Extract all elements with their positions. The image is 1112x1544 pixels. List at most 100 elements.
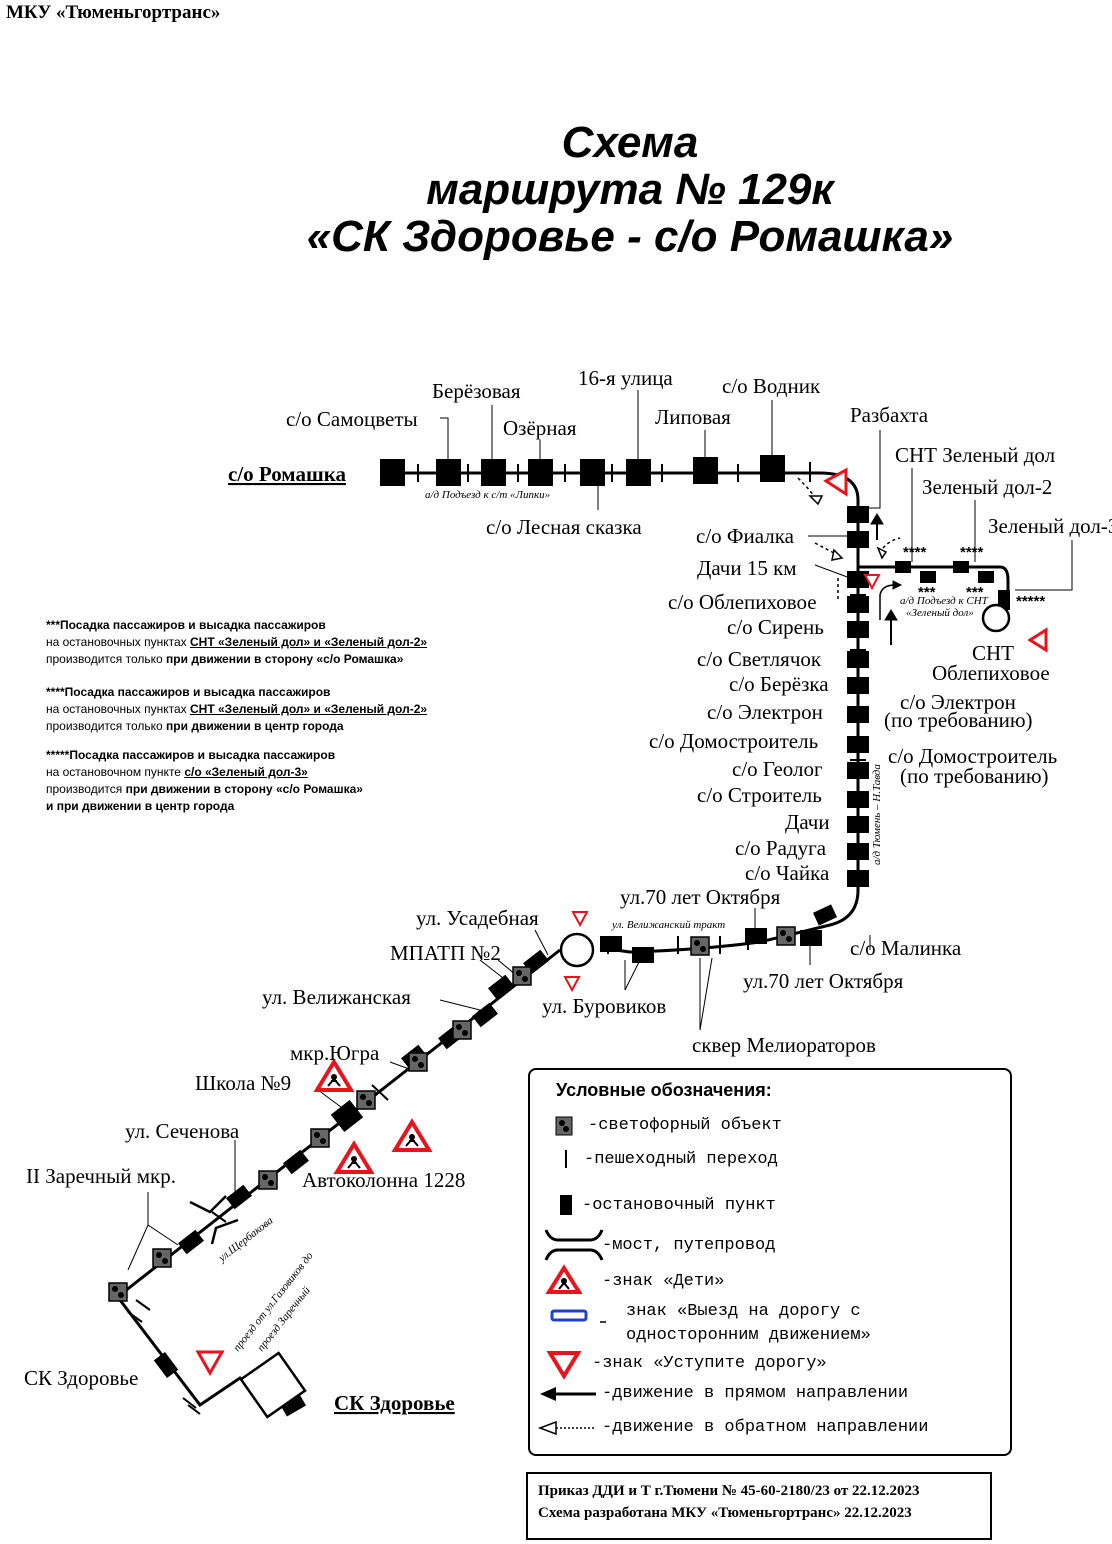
note2-text: на остановочных пунктах bbox=[46, 702, 191, 716]
roundabout-snt bbox=[981, 603, 1011, 633]
organization-name: МКУ «Тюменьгортранс» bbox=[6, 2, 221, 23]
label-berezka: с/о Берёзка bbox=[729, 672, 829, 696]
oneway-icon bbox=[550, 1309, 588, 1322]
label-chaika: с/о Чайка bbox=[745, 861, 830, 885]
title-line-1: Схема bbox=[561, 118, 699, 167]
label-razbakhta: Разбахта bbox=[850, 403, 929, 427]
road-velizhansky-trakt: ул. Велижанский тракт bbox=[611, 919, 725, 931]
note3-text2: производится bbox=[46, 782, 126, 796]
label-oblepikhovoe: с/о Облепиховое bbox=[668, 590, 817, 614]
terminal-romashka: с/о Ромашка bbox=[228, 462, 346, 486]
note1-text: на остановочных пунктах bbox=[46, 635, 191, 649]
label-lesnaya-skazka: с/о Лесная сказка bbox=[486, 515, 642, 539]
label-burovikov: ул. Буровиков bbox=[542, 994, 666, 1018]
label-malinka: с/о Малинка bbox=[850, 936, 962, 960]
bridge-icon-top bbox=[544, 1229, 604, 1242]
label-avtokolonna: Автоколонна 1228 bbox=[302, 1168, 465, 1192]
legend-crossing: -пешеходный переход bbox=[584, 1150, 778, 1169]
label-berezovaya: Берёзовая bbox=[432, 379, 521, 403]
stars-4b: **** bbox=[960, 544, 984, 561]
bridge-mark-lower bbox=[210, 1218, 239, 1245]
order-line-2: Схема разработана МКУ «Тюменьгортранс» 2… bbox=[538, 1505, 912, 1521]
label-snt: СНТ bbox=[972, 641, 1014, 665]
label-dachi: Дачи bbox=[785, 810, 830, 834]
bridge-icon-bottom bbox=[544, 1248, 604, 1261]
label-velizhanskaya: ул. Велижанская bbox=[262, 985, 411, 1009]
label-domostroitel-left: с/о Домостроитель bbox=[649, 729, 818, 753]
children-icon bbox=[545, 1264, 583, 1294]
legend-oneway-1: знак «Выезд на дорогу с bbox=[626, 1302, 861, 1321]
label-skver: сквер Мелиораторов bbox=[692, 1033, 876, 1057]
note3-title: *****Посадка пассажиров и высадка пассаж… bbox=[46, 748, 336, 762]
road-zeleny-dol: «Зеленый дол» bbox=[906, 607, 974, 619]
label-snt-zeleny-dol: СНТ Зеленый дол bbox=[895, 443, 1055, 467]
forward-arrow-icon bbox=[540, 1387, 596, 1401]
note2-text2: производится только bbox=[46, 719, 167, 733]
label-on-request-2: (по требованию) bbox=[900, 764, 1049, 788]
note3-direction: при движении в сторону «с/о Ромашка» bbox=[125, 782, 363, 796]
legend-give-way: -знак «Уступите дорогу» bbox=[592, 1354, 827, 1373]
terminal-sk-zdorovie: СК Здоровье bbox=[334, 1391, 455, 1415]
note3-stop: с/о «Зеленый дол-3» bbox=[184, 765, 308, 779]
traffic-light-icon bbox=[555, 1116, 573, 1136]
label-school9: Школа №9 bbox=[195, 1071, 291, 1095]
legend-oneway-2: односторонним движением» bbox=[626, 1326, 871, 1345]
note2-direction: при движении в центр города bbox=[166, 719, 344, 733]
stars-3b: *** bbox=[966, 584, 984, 601]
yield-signs bbox=[196, 467, 1048, 1375]
label-mpatp2: МПАТП №2 bbox=[390, 941, 501, 965]
roundabout-burovikov bbox=[559, 932, 595, 968]
label-lipovaya: Липовая bbox=[655, 405, 731, 429]
label-elektron-right: с/о Электрон bbox=[900, 690, 1016, 714]
legend-symbols bbox=[537, 1116, 606, 1436]
legend-forward: -движение в прямом направлении bbox=[602, 1384, 909, 1403]
note-three-stars: ***Посадка пассажиров и высадка пассажир… bbox=[46, 617, 526, 668]
stars-3a: *** bbox=[918, 584, 936, 601]
label-16-street: 16-я улица bbox=[578, 366, 673, 390]
label-fialka: с/о Фиалка bbox=[696, 524, 795, 548]
road-podezd-snt: а/д Подъезд к СНТ bbox=[900, 595, 989, 607]
label-domostroitel-right: с/о Домостроитель bbox=[888, 744, 1057, 768]
label-siren: с/о Сирень bbox=[727, 615, 824, 639]
legend-traffic-light: -светофорный объект bbox=[588, 1116, 782, 1135]
order-line-1: Приказ ДДИ и Т г.Тюмени № 45-60-2180/23 … bbox=[538, 1483, 920, 1499]
stars-5: ***** bbox=[1016, 593, 1045, 610]
note2-stops: СНТ «Зеленый дол» и «Зеленый дол-2» bbox=[190, 702, 428, 716]
legend-bridge: -мост, путепровод bbox=[602, 1236, 776, 1255]
bridge-mark-upper bbox=[189, 1195, 227, 1214]
label-oct70-bottom: ул.70 лет Октября bbox=[743, 969, 904, 993]
label-raduga: с/о Радуга bbox=[735, 836, 827, 860]
sk-zdorovie-building bbox=[239, 1351, 307, 1419]
note3-text: на остановочном пункте bbox=[46, 765, 185, 779]
note1-title: ***Посадка пассажиров и высадка пассажир… bbox=[46, 618, 326, 632]
title-line-3: «СК Здоровье - с/о Ромашка» bbox=[306, 212, 954, 261]
label-sk-zdorovie-stop: СК Здоровье bbox=[24, 1366, 138, 1390]
give-way-icon bbox=[546, 1351, 582, 1380]
backward-arrow-icon bbox=[537, 1420, 596, 1436]
label-zeleny-dol-3: Зеленый дол-3 bbox=[988, 514, 1112, 538]
stops bbox=[153, 455, 1010, 1417]
label-snt-oblepikhovoe: Облепиховое bbox=[932, 661, 1050, 685]
label-ozernaya: Озёрная bbox=[503, 416, 577, 440]
stars-4a: **** bbox=[903, 544, 927, 561]
label-yugra: мкр.Югра bbox=[290, 1041, 380, 1065]
legend-box: Условные обозначения: -светофорный объек… bbox=[528, 1068, 1012, 1456]
label-usadebnaya: ул. Усадебная bbox=[416, 906, 539, 930]
label-elektron-left: с/о Электрон bbox=[707, 700, 823, 724]
label-vodnik: с/о Водник bbox=[722, 374, 821, 398]
note2-title: ****Посадка пассажиров и высадка пассажи… bbox=[46, 685, 331, 699]
notes-block: ***Посадка пассажиров и высадка пассажир… bbox=[46, 617, 526, 831]
label-sechenova: ул. Сеченова bbox=[125, 1119, 240, 1143]
direction-arrows bbox=[797, 477, 903, 645]
note-four-stars: ****Посадка пассажиров и высадка пассажи… bbox=[46, 684, 526, 735]
label-dachi15: Дачи 15 км bbox=[697, 556, 797, 580]
label-zeleny-dol-2: Зеленый дол-2 bbox=[922, 475, 1052, 499]
note1-direction: при движении в сторону «с/о Ромашка» bbox=[166, 652, 404, 666]
road-podezd-lipki: а/д Подъезд к с/т «Липки» bbox=[425, 489, 550, 501]
note1-stops: СНТ «Зеленый дол» и «Зеленый дол-2» bbox=[190, 635, 428, 649]
label-stroitel: с/о Строитель bbox=[697, 783, 822, 807]
note1-text2: производится только bbox=[46, 652, 167, 666]
legend-stop: -остановочный пункт bbox=[582, 1196, 776, 1215]
